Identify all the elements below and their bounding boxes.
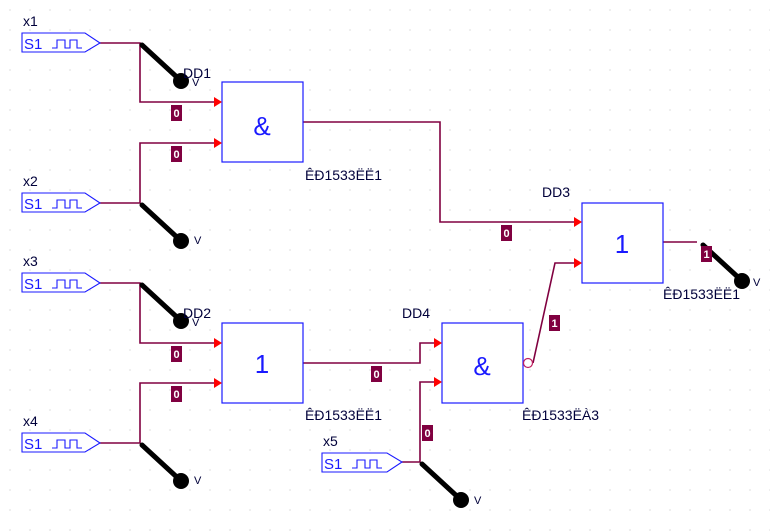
level-dd1-in1: 0	[171, 105, 182, 121]
gate-body	[221, 81, 304, 163]
source-label: S1	[24, 276, 42, 293]
gate-body	[221, 322, 304, 404]
gate-part: ÊÐ1533ËË1	[663, 286, 740, 302]
pin-arrow-icon	[214, 338, 222, 348]
square-wave-icon	[52, 279, 82, 289]
svg-text:0: 0	[173, 389, 179, 401]
source-label: S1	[24, 36, 42, 53]
level-dd3-out: 1	[701, 246, 712, 262]
gate-ref: DD1	[183, 65, 211, 81]
source-body	[21, 432, 102, 453]
probe-label: V	[194, 475, 202, 487]
probe-x1[interactable]: V	[139, 42, 200, 89]
level-dd2-in2: 0	[171, 386, 182, 402]
probe-label: V	[753, 277, 761, 289]
gate-symbol: 1	[255, 349, 269, 379]
wire-x2-dd1	[100, 142, 218, 204]
pin-arrow-icon	[434, 338, 442, 348]
svg-text:0: 0	[173, 149, 179, 161]
wire-x4-dd2	[100, 382, 218, 444]
source-body	[21, 32, 102, 53]
logic-levels: 0 0 0 0 0 0 0 1	[171, 105, 712, 441]
pin-arrow-icon	[434, 377, 442, 387]
square-wave-icon	[352, 459, 382, 469]
source-name: x4	[23, 413, 38, 429]
gate-symbol: 1	[615, 229, 629, 259]
wire-x1-dd1	[100, 42, 218, 103]
level-dd4-in2: 0	[422, 425, 433, 441]
source-name: x3	[23, 253, 38, 269]
pin-arrow-icon	[574, 217, 582, 227]
gate-part: ÊÐ1533ËË1	[305, 407, 382, 423]
source-label: S1	[24, 196, 42, 213]
wire-dd4-dd3	[532, 262, 578, 364]
gate-body	[441, 322, 524, 404]
gate-symbol: &	[253, 111, 270, 141]
square-wave-icon	[52, 199, 82, 209]
source-name: x2	[23, 173, 38, 189]
probe-label: V	[194, 235, 202, 247]
level-dd4-out: 1	[549, 315, 560, 331]
probe-label: V	[192, 77, 200, 89]
probe-x4[interactable]: V	[139, 442, 202, 489]
svg-text:0: 0	[424, 428, 430, 440]
gate-part: ÊÐ1533ËË1	[305, 167, 382, 183]
probe-x2[interactable]: V	[139, 202, 202, 249]
probe-x5[interactable]: V	[419, 461, 482, 508]
pin-arrow-icon	[214, 378, 222, 388]
source-body	[21, 272, 102, 293]
svg-text:0: 0	[373, 369, 379, 381]
probe-label: V	[474, 495, 482, 507]
gate-ref: DD4	[402, 305, 430, 321]
source-x2[interactable]: x2 S1	[21, 173, 102, 213]
source-body	[21, 192, 102, 213]
source-name: x5	[323, 433, 338, 449]
probe-x3[interactable]: V	[139, 282, 200, 329]
level-dd2-out: 0	[371, 366, 382, 382]
wire-x3-dd2	[100, 282, 218, 344]
source-label: S1	[24, 436, 42, 453]
square-wave-icon	[52, 439, 82, 449]
source-x3[interactable]: x3 S1	[21, 253, 102, 293]
source-x4[interactable]: x4 S1	[21, 413, 102, 453]
inverter-bubble-icon	[522, 357, 534, 369]
wire-dd1-dd3	[303, 121, 578, 223]
pin-arrow-icon	[214, 97, 222, 107]
source-x5[interactable]: x5 S1	[321, 433, 404, 473]
source-name: x1	[23, 13, 38, 29]
source-body	[321, 452, 404, 473]
wire-dd2-dd4	[303, 342, 438, 364]
source-x1[interactable]: x1 S1	[21, 13, 102, 53]
square-wave-icon	[52, 39, 82, 49]
pin-arrow-icon	[214, 138, 222, 148]
probes: V V V V V V	[139, 42, 761, 508]
gate-ref: DD2	[183, 305, 211, 321]
level-dd2-in1: 0	[171, 346, 182, 362]
svg-text:0: 0	[173, 349, 179, 361]
level-dd1-in2: 0	[171, 146, 182, 162]
svg-text:1: 1	[703, 249, 709, 261]
level-dd1-out: 0	[501, 225, 512, 241]
gate-dd1[interactable]: DD1 & ÊÐ1533ËË1	[183, 65, 382, 183]
gate-symbol: &	[473, 351, 490, 381]
wires	[100, 42, 697, 463]
svg-text:0: 0	[173, 108, 179, 120]
gate-body	[581, 202, 664, 284]
gate-part: ÊÐ1533ËÀ3	[522, 407, 599, 423]
gate-dd4[interactable]: DD4 & ÊÐ1533ËÀ3	[402, 305, 599, 423]
probe-label: V	[192, 317, 200, 329]
gate-ref: DD3	[542, 184, 570, 200]
pin-arrow-icon	[574, 258, 582, 268]
gate-dd3[interactable]: DD3 1 ÊÐ1533ËË1	[542, 184, 740, 302]
svg-text:1: 1	[551, 318, 557, 330]
source-label: S1	[324, 456, 342, 473]
wire-x5-dd4	[402, 381, 438, 463]
gate-dd2[interactable]: DD2 1 ÊÐ1533ËË1	[183, 305, 382, 423]
svg-text:0: 0	[503, 228, 509, 240]
